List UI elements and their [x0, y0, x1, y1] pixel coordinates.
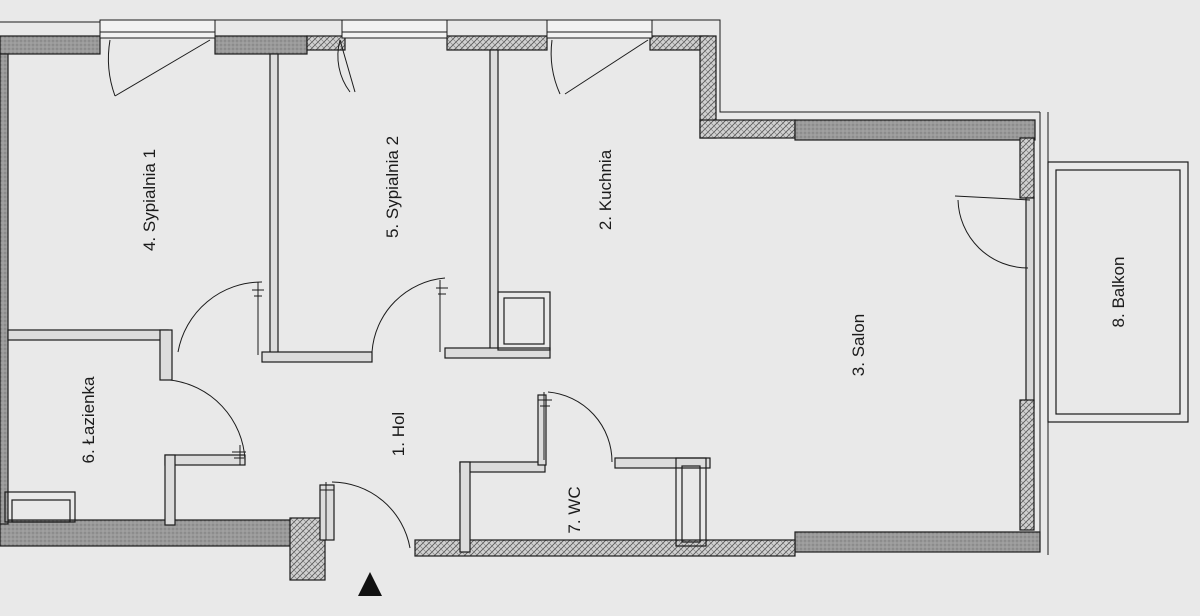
room-label-lazienka: 6. Łazienka: [79, 376, 98, 463]
room-label-salon: 3. Salon: [849, 314, 868, 376]
exterior-walls: [0, 19, 1049, 581]
room-label-wc: 7. WC: [565, 486, 584, 533]
window-icon: [99, 19, 653, 39]
room-label-balkon: 8. Balkon: [1109, 257, 1128, 328]
interior-walls: [4, 49, 711, 553]
room-label-sypialnia-1: 4. Sypialnia 1: [140, 149, 159, 251]
room-label-sypialnia-2: 5. Sypialnia 2: [383, 136, 402, 238]
room-label-kuchnia: 2. Kuchnia: [596, 149, 615, 230]
balcony-outline: [1047, 161, 1189, 423]
door-swing-icon: [107, 39, 1031, 549]
room-label-hol: 1. Hol: [389, 412, 408, 456]
entrance-arrow-icon: [358, 572, 382, 596]
